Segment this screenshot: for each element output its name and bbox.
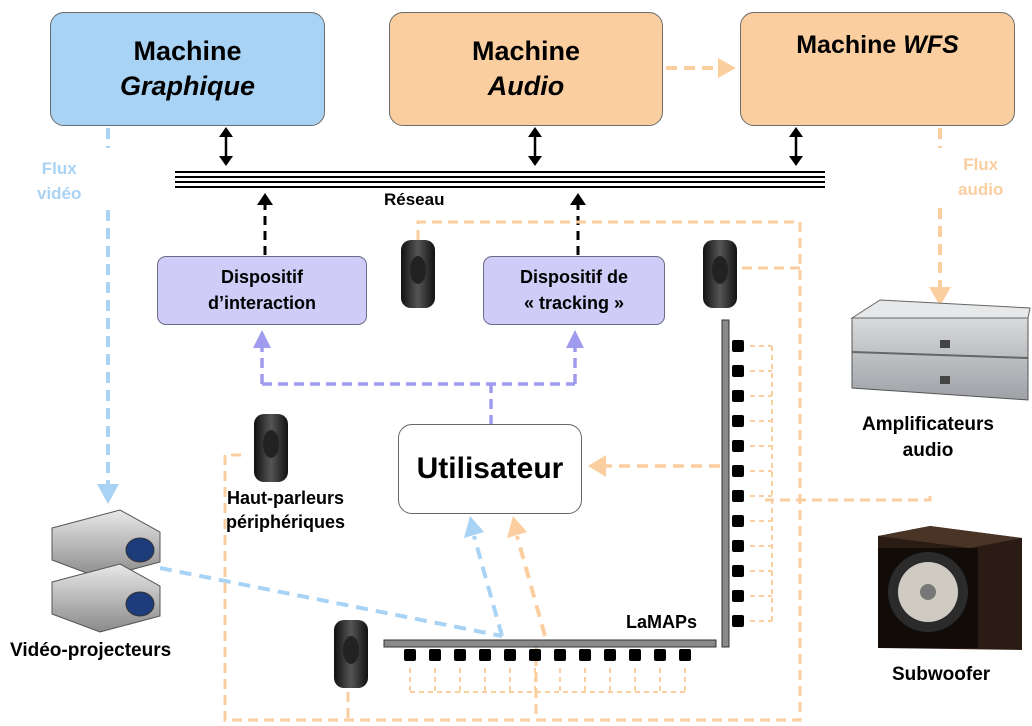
flux-audio-line2: audio (958, 179, 1004, 199)
speaker-icon (401, 240, 435, 308)
machine-audio-box: Machine Audio (389, 12, 663, 126)
lamaps-vertical-exciters (732, 340, 744, 627)
lamaps-horizontal-exciters (404, 649, 691, 661)
interaction-device-line1: Dispositif (220, 267, 303, 288)
speaker-icon (254, 414, 288, 482)
lamaps-array (383, 319, 730, 648)
speakers-line2: périphériques (226, 512, 346, 533)
subwoofer-icon (878, 526, 1022, 650)
lamaps-vertical-feeds (750, 345, 773, 622)
interaction-device-box: Dispositif d’interaction (157, 256, 367, 325)
speakers-line1: Haut-parleurs (227, 488, 345, 508)
machine-wfs-prefix: Machine (796, 31, 897, 59)
machine-wfs-italic: WFS (903, 31, 959, 59)
machine-wfs-title: Machine WFS (796, 29, 959, 62)
interaction-device-line2: d’interaction (207, 292, 316, 313)
user-label: Utilisateur (416, 452, 564, 485)
video-flow-arrow (97, 128, 119, 504)
audio-flow-arrow (929, 128, 951, 306)
projector-icon (51, 563, 161, 633)
flux-audio-label: Flux audio (958, 153, 1003, 202)
device-network-arrows (257, 193, 586, 255)
network-arrows (219, 127, 803, 166)
user-input-arrows (159, 516, 547, 638)
flux-video-line1: Flux (41, 159, 77, 178)
speaker-wiring (223, 220, 932, 722)
lamaps-to-user-arrow (588, 455, 720, 477)
subwoofer-label: Subwoofer (892, 664, 991, 685)
tracking-device-box: Dispositif de « tracking » (483, 256, 665, 325)
machine-graphique-line1: Machine (133, 35, 242, 66)
network-bus (175, 171, 825, 188)
speaker-icon (703, 240, 737, 308)
machine-audio-line2: Audio (487, 71, 565, 101)
flux-video-line2: vidéo (37, 183, 82, 203)
amplifier-icon (850, 299, 1031, 401)
amplifiers-line1: Amplificateurs (862, 414, 994, 435)
interaction-links (253, 330, 584, 425)
tracking-device-line1: Dispositif de (519, 267, 628, 288)
flux-audio-line1: Flux (963, 155, 999, 174)
projector-icon (51, 509, 161, 579)
audio-to-wfs-arrow (666, 58, 736, 78)
network-label: Réseau (384, 190, 445, 209)
amplifiers-label: Amplificateurs audio (862, 412, 994, 463)
amplifiers-line2: audio (902, 439, 954, 461)
speakers-label: Haut-parleurs périphériques (226, 486, 345, 535)
machine-wfs-box: Machine WFS (740, 12, 1015, 126)
lamaps-horizontal-feeds (409, 668, 686, 693)
projectors-label: Vidéo-projecteurs (10, 640, 172, 661)
machine-audio-line1: Machine (471, 35, 581, 66)
speaker-icon (334, 620, 368, 688)
lamaps-label: LaMAPs (626, 612, 698, 632)
flux-video-label: Flux vidéo (37, 157, 81, 206)
machine-graphique-line2: Graphique (119, 71, 255, 101)
machine-graphique-box: Machine Graphique (50, 12, 325, 126)
tracking-device-line2: « tracking » (523, 292, 625, 313)
user-box: Utilisateur (398, 424, 582, 514)
